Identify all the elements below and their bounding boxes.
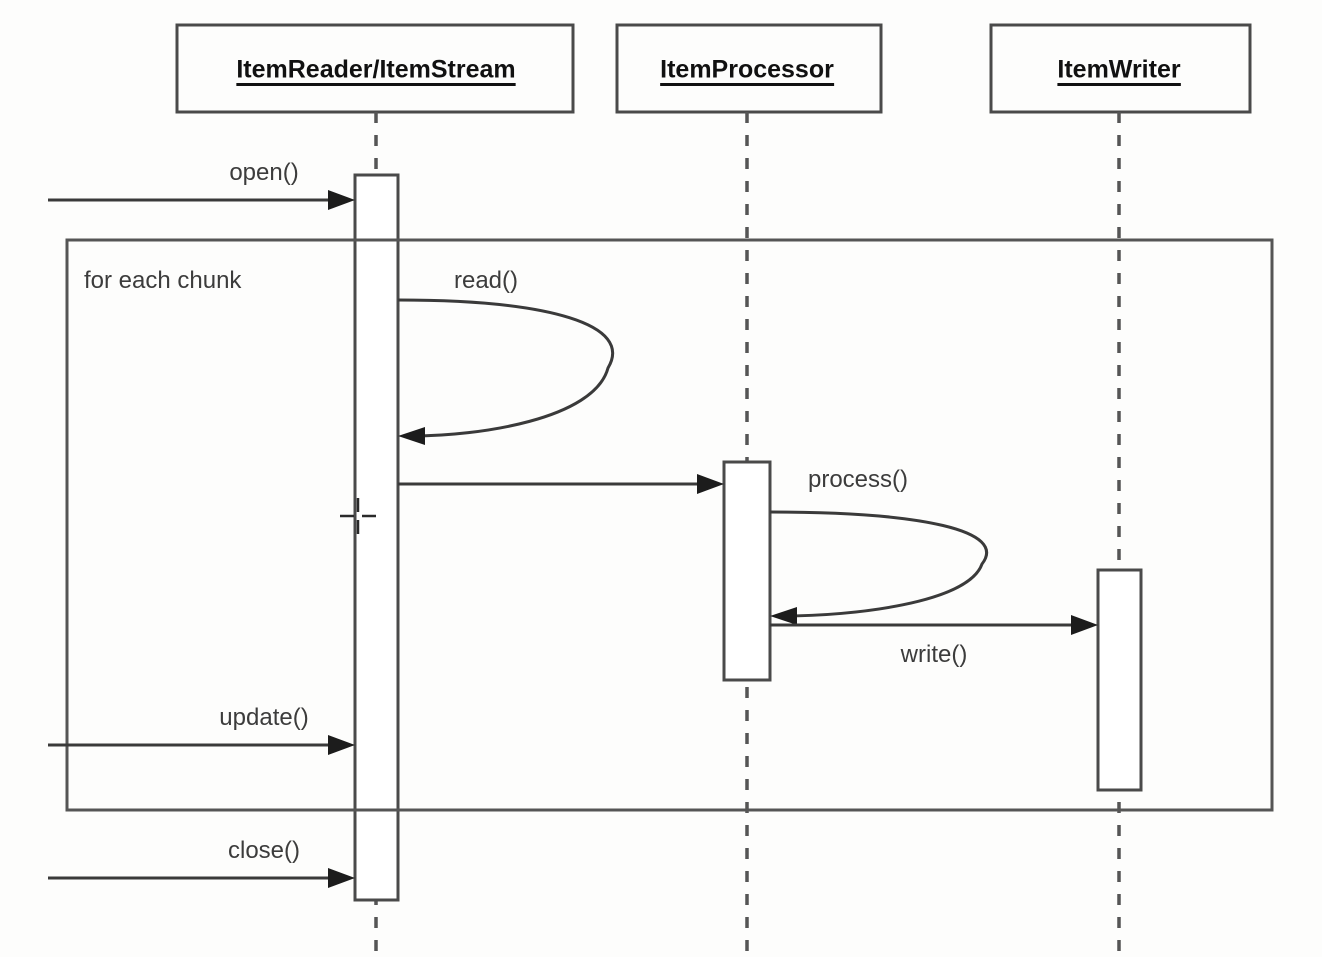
lifeline-title-item-reader: ItemReader/ItemStream [236, 56, 515, 84]
activation-bar-item-writer[interactable] [1096, 568, 1143, 792]
lifeline-title-item-writer: ItemWriter [1057, 56, 1180, 84]
lifeline-item-writer[interactable]: ItemWriter [989, 23, 1252, 952]
message-update[interactable]: update() [48, 704, 355, 755]
cursor-layer [340, 498, 376, 534]
fragment-layer: for each chunk [65, 238, 1274, 812]
lifeline-header-box-item-writer[interactable] [989, 23, 1252, 114]
combined-fragment-for-each-chunk[interactable]: for each chunk [65, 238, 1274, 812]
message-label-write: write() [900, 641, 968, 668]
lifelines-layer: ItemReader/ItemStream ItemProcessor ItemWr… [175, 23, 1252, 952]
arrowhead-reader-to-processor [697, 474, 724, 494]
message-label-process: process() [808, 466, 908, 493]
lifeline-header-box-item-reader[interactable] [175, 23, 575, 114]
lifeline-header-box-item-processor[interactable] [615, 23, 883, 114]
arrowhead-close [328, 868, 355, 888]
arrowhead-process [770, 607, 797, 625]
crosshair-cursor [340, 498, 376, 534]
messages-layer: open() read() process() write() update() clos… [48, 159, 1098, 888]
message-label-close: close() [228, 837, 300, 864]
self-call-path-read [397, 298, 615, 438]
message-write[interactable]: write() [770, 615, 1098, 668]
self-call-path-process [769, 510, 989, 618]
message-close[interactable]: close() [48, 837, 355, 888]
lifeline-title-item-processor: ItemProcessor [660, 56, 834, 84]
message-open[interactable]: open() [48, 159, 355, 210]
fragment-label: for each chunk [84, 267, 242, 294]
message-label-open: open() [229, 159, 298, 186]
arrowhead-read [398, 427, 425, 445]
message-process[interactable]: process() [769, 466, 989, 625]
arrowhead-open [328, 190, 355, 210]
activation-bar-item-processor[interactable] [722, 460, 772, 682]
lifeline-item-processor[interactable]: ItemProcessor [615, 23, 883, 952]
arrowhead-update [328, 735, 355, 755]
arrowhead-write [1071, 615, 1098, 635]
message-reader-to-processor[interactable] [398, 474, 724, 494]
activation-bar-item-reader[interactable] [353, 173, 400, 902]
lifeline-item-reader[interactable]: ItemReader/ItemStream [175, 23, 575, 952]
fragment-border[interactable] [65, 238, 1274, 812]
message-read[interactable]: read() [397, 267, 615, 445]
message-label-read: read() [454, 267, 518, 294]
message-label-update: update() [219, 704, 308, 731]
